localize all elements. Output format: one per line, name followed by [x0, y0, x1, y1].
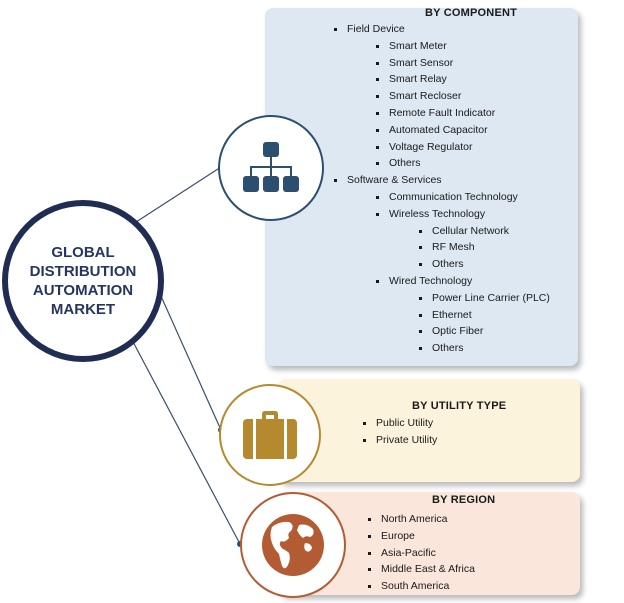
list-item: Smart Relay	[376, 71, 550, 88]
component-list: Field Device Smart Meter Smart Sensor Sm…	[334, 21, 550, 357]
list-item: Private Utility	[362, 432, 437, 449]
connector-region	[130, 337, 241, 545]
list-item: Wired Technology	[376, 273, 550, 290]
component-panel-title: BY COMPONENT	[425, 7, 518, 19]
utility-list: Public Utility Private Utility	[362, 415, 437, 449]
list-item: Field Device	[334, 21, 550, 38]
list-item: Smart Meter	[376, 38, 550, 55]
list-item: Public Utility	[362, 415, 437, 432]
list-item: Wireless Technology	[376, 206, 550, 223]
list-item: Software & Services	[334, 172, 550, 189]
region-list: North America Europe Asia-Pacific Middle…	[368, 511, 475, 595]
utility-icon-circle	[219, 384, 321, 486]
list-item: Cellular Network	[419, 223, 550, 240]
list-item: North America	[368, 511, 475, 528]
globe-icon	[262, 514, 324, 576]
list-item: South America	[368, 578, 475, 595]
hierarchy-icon	[243, 142, 299, 192]
list-item: Remote Fault Indicator	[376, 105, 550, 122]
list-item: Smart Recloser	[376, 88, 550, 105]
region-icon-circle	[240, 492, 346, 598]
list-item: Others	[376, 155, 550, 172]
utility-panel-title: BY UTILITY TYPE	[412, 400, 507, 412]
connector-utility	[155, 284, 222, 431]
list-item: Voltage Regulator	[376, 139, 550, 156]
briefcase-icon	[243, 411, 297, 459]
list-item: Smart Sensor	[376, 55, 550, 72]
list-item: Others	[419, 340, 550, 357]
list-item: Automated Capacitor	[376, 122, 550, 139]
connector-component	[132, 166, 222, 225]
hub-circle: GLOBAL DISTRIBUTION AUTOMATION MARKET	[2, 200, 164, 362]
list-item: Asia-Pacific	[368, 545, 475, 562]
list-item: Communication Technology	[376, 189, 550, 206]
list-item: Optic Fiber	[419, 323, 550, 340]
hub-title: GLOBAL DISTRIBUTION AUTOMATION MARKET	[29, 244, 137, 318]
component-icon-circle	[218, 115, 324, 221]
utility-panel: BY UTILITY TYPE Public Utility Private U…	[278, 379, 580, 482]
list-item: Europe	[368, 528, 475, 545]
region-panel-title: BY REGION	[432, 494, 496, 506]
list-item: Others	[419, 256, 550, 273]
list-item: Power Line Carrier (PLC)	[419, 290, 550, 307]
list-item: Ethernet	[419, 307, 550, 324]
list-item: RF Mesh	[419, 239, 550, 256]
list-item: Middle East & Africa	[368, 561, 475, 578]
